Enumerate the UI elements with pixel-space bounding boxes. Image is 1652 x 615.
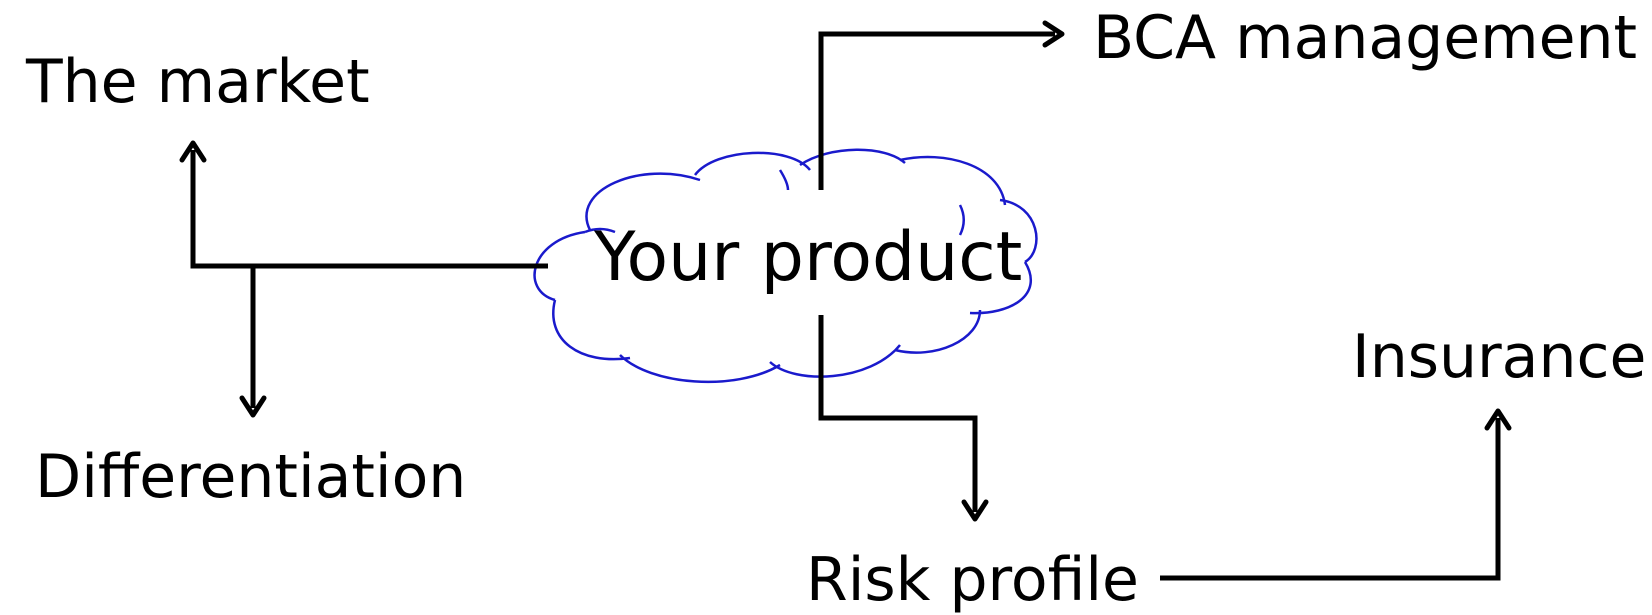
label-risk-profile: Risk profile [806, 545, 1139, 615]
label-bca-management: BCA management [1093, 3, 1637, 73]
connector-to-risk-profile [818, 315, 989, 522]
connector-to-differentiation [239, 266, 267, 418]
label-differentiation: Differentiation [35, 442, 466, 512]
label-your-product: Your product [593, 218, 1022, 297]
label-the-market: The market [25, 47, 370, 117]
cloud-shape [533, 148, 1038, 384]
connector-to-bca-management [818, 20, 1065, 190]
connector-risk-to-insurance [1160, 408, 1512, 581]
connector-to-market [179, 140, 548, 269]
label-insurance: Insurance [1352, 322, 1646, 392]
